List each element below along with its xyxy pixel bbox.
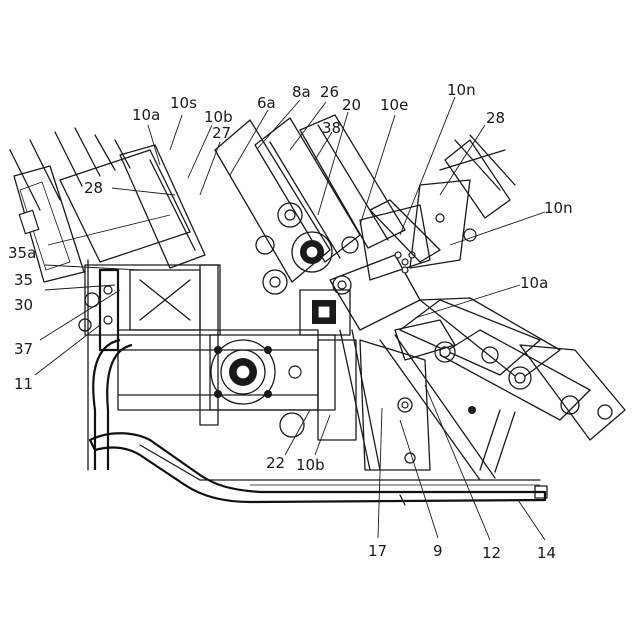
right-arm-assemblies (380, 298, 625, 480)
center-mechanism (300, 200, 440, 335)
label-12: 12 (482, 544, 501, 562)
label-9: 9 (433, 542, 443, 560)
reference-labels: 10a 10s 10b 27 6a 8a 26 20 38 10e 10n 28… (8, 81, 573, 562)
label-22: 22 (266, 454, 285, 472)
label-10n-mid: 10n (544, 199, 573, 217)
label-17: 17 (368, 542, 387, 560)
label-10b-bottom: 10b (296, 456, 325, 474)
sprocket-train (256, 203, 358, 294)
label-28-right: 28 (486, 109, 505, 127)
label-8a: 8a (292, 83, 311, 101)
support-plate (340, 330, 430, 470)
label-10e: 10e (380, 96, 408, 114)
upper-feed-frames (215, 115, 515, 282)
label-20: 20 (342, 96, 361, 114)
label-37: 37 (14, 340, 33, 358)
label-11: 11 (14, 375, 33, 393)
label-28-left: 28 (84, 179, 103, 197)
label-10n-top: 10n (447, 81, 476, 99)
label-35a: 35a (8, 244, 36, 262)
label-26: 26 (320, 83, 339, 101)
label-27: 27 (212, 124, 231, 142)
label-10a-top: 10a (132, 106, 160, 124)
label-30: 30 (14, 296, 33, 314)
upper-chute-assembly (10, 128, 205, 282)
label-10a-right: 10a (520, 274, 548, 292)
label-10s: 10s (170, 94, 197, 112)
label-38: 38 (322, 119, 341, 137)
label-35: 35 (14, 271, 33, 289)
label-6a: 6a (257, 94, 276, 112)
label-14: 14 (537, 544, 556, 562)
motor-flange (210, 335, 356, 440)
